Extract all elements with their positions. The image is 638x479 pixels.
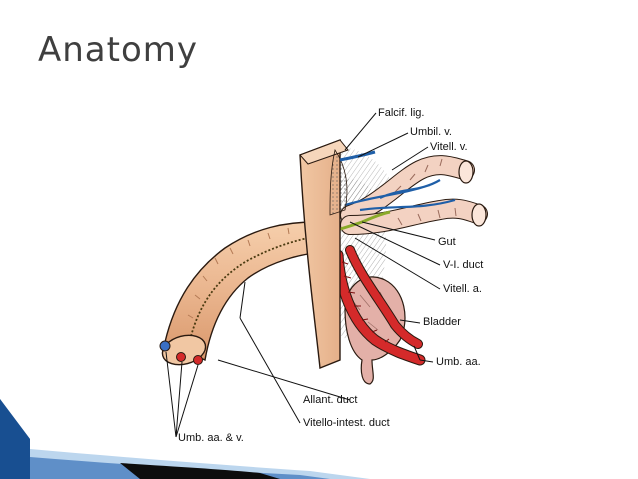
label-vitell-a: Vitell. a. xyxy=(443,283,482,295)
footer-swoosh-decoration xyxy=(0,399,370,479)
label-umb-aa: Umb. aa. xyxy=(436,356,481,368)
label-bladder: Bladder xyxy=(423,316,461,328)
label-falcif-lig: Falcif. lig. xyxy=(378,107,425,119)
vitelline-veins xyxy=(344,179,456,212)
gut-loops xyxy=(340,155,488,235)
label-vi-duct: V-I. duct xyxy=(443,259,484,271)
leader-lines xyxy=(165,112,441,438)
umbilical-vein-end xyxy=(159,340,171,352)
umbilical-artery-end-1 xyxy=(176,352,186,362)
falciform-ligament xyxy=(329,149,348,216)
label-vitell-v: Vitell. v. xyxy=(430,141,468,153)
label-umb-aa-and-v: Umb. aa. & v. xyxy=(178,432,244,444)
label-umbil-v: Umbil. v. xyxy=(410,126,452,138)
label-allant-duct: Allant. duct xyxy=(303,394,358,406)
umbilical-artery-end-2 xyxy=(193,355,203,365)
label-gut: Gut xyxy=(438,236,456,248)
label-vitello-intest-duct: Vitello-intest. duct xyxy=(303,417,390,429)
umbilical-vein-segment xyxy=(339,150,376,162)
slide-title: Anatomy xyxy=(38,30,199,70)
allantoic-duct xyxy=(189,235,319,341)
